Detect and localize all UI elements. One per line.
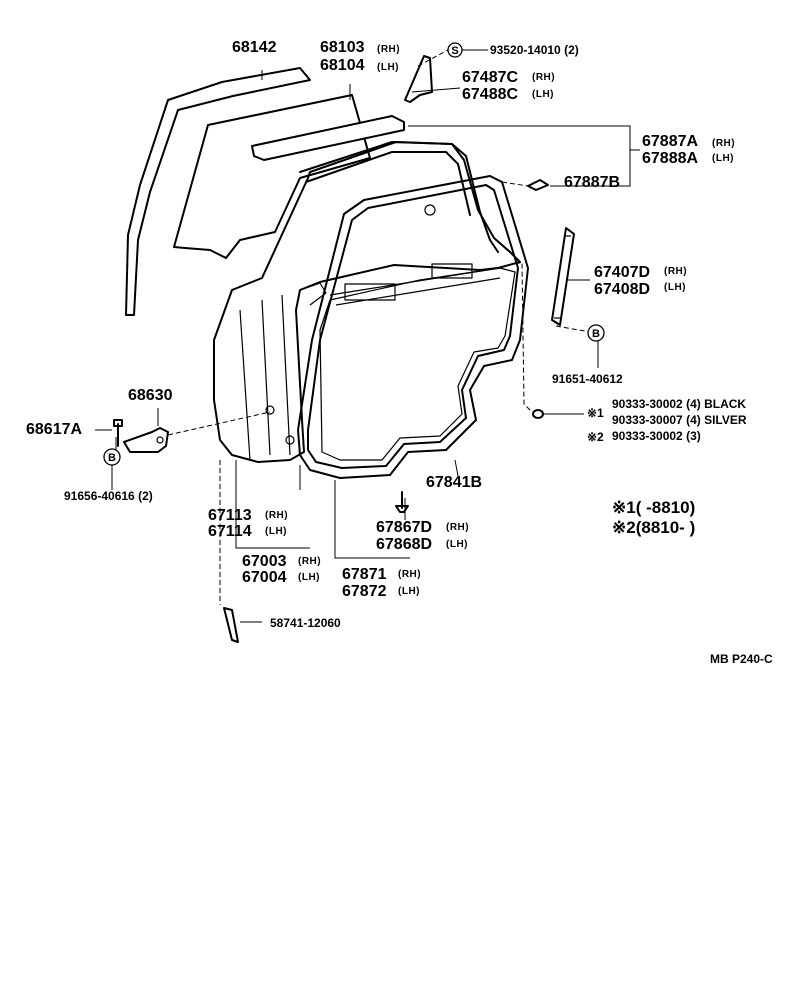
label-67114-side: (LH)	[265, 526, 287, 537]
label-67868D-side: (LH)	[446, 539, 468, 550]
plug-90333	[532, 409, 544, 419]
label-67003-side: (RH)	[298, 556, 321, 567]
label-67887A: 67887A	[642, 133, 698, 150]
label-68104: 68104	[320, 57, 365, 74]
screw-67867D	[395, 491, 409, 513]
label-67872: 67872	[342, 583, 387, 600]
corner-piece-67487C	[404, 55, 433, 103]
run-channel-68142	[125, 67, 311, 316]
label-67871-side: (RH)	[398, 569, 421, 580]
label-67871: 67871	[342, 566, 387, 583]
label-67407D-side: (RH)	[664, 266, 687, 277]
label-68142: 68142	[232, 39, 277, 56]
marker-b-left: B	[103, 448, 121, 466]
note-2: ※2(8810- )	[612, 518, 695, 537]
note-1: ※1( -8810)	[612, 498, 695, 517]
label-67888A-side: (LH)	[712, 153, 734, 164]
label-93520: 93520-14010 (2)	[490, 43, 579, 57]
marker-b-right: B	[587, 324, 605, 342]
label-90333-silver: 90333-30007 (4) SILVER	[612, 413, 747, 427]
label-67487C-side: (RH)	[532, 72, 555, 83]
svg-text:S: S	[451, 45, 458, 57]
door-weatherstrip-67871	[297, 175, 529, 479]
service-hole-cover-67841B	[319, 267, 516, 461]
label-67841B: 67841B	[426, 474, 482, 491]
label-68617A: 68617A	[26, 421, 82, 438]
label-91656: 91656-40616 (2)	[64, 489, 153, 503]
svg-text:B: B	[108, 452, 116, 464]
door-check-68630	[123, 427, 169, 453]
label-67487C: 67487C	[462, 69, 518, 86]
label-67004-side: (LH)	[298, 572, 320, 583]
label-90333-3: 90333-30002 (3)	[612, 429, 701, 443]
label-67113-side: (RH)	[265, 510, 288, 521]
label-67408D-side: (LH)	[664, 282, 686, 293]
label-67867D-side: (RH)	[446, 522, 469, 533]
division-bar-67407D	[551, 227, 575, 326]
label-58741: 58741-12060	[270, 616, 341, 630]
label-67003: 67003	[242, 553, 287, 570]
label-67887A-side: (RH)	[712, 138, 735, 149]
clip-67887B	[527, 179, 549, 191]
label-67114: 67114	[208, 523, 252, 540]
label-67888A: 67888A	[642, 150, 698, 167]
label-67407D: 67407D	[594, 264, 650, 281]
bolt-68617A	[113, 419, 123, 447]
belt-weatherstrip-67887A	[251, 115, 405, 161]
mark1-text: ※1	[587, 406, 604, 420]
door-glass-68103	[173, 94, 371, 259]
label-67867D: 67867D	[376, 519, 432, 536]
frame-67887B	[299, 141, 499, 253]
label-67887B: 67887B	[564, 174, 620, 191]
reference-code: MB P240-C	[710, 652, 773, 666]
label-68103: 68103	[320, 39, 365, 56]
svg-text:B: B	[592, 328, 600, 340]
label-67872-side: (LH)	[398, 586, 420, 597]
label-67488C-side: (LH)	[532, 89, 554, 100]
label-68103-side: (RH)	[377, 44, 400, 55]
marker-s: S	[447, 42, 463, 58]
label-67004: 67004	[242, 569, 287, 586]
label-91651: 91651-40612	[552, 372, 623, 386]
label-67868D: 67868D	[376, 536, 432, 553]
label-67488C: 67488C	[462, 86, 518, 103]
label-67408D: 67408D	[594, 281, 650, 298]
label-68630: 68630	[128, 387, 173, 404]
label-67113: 67113	[208, 507, 252, 524]
mark2-text: ※2	[587, 430, 604, 444]
weatherstrip-58741	[223, 607, 239, 643]
label-68104-side: (LH)	[377, 62, 399, 73]
leader-lines	[95, 49, 640, 623]
label-90333-black: 90333-30002 (4) BLACK	[612, 397, 746, 411]
